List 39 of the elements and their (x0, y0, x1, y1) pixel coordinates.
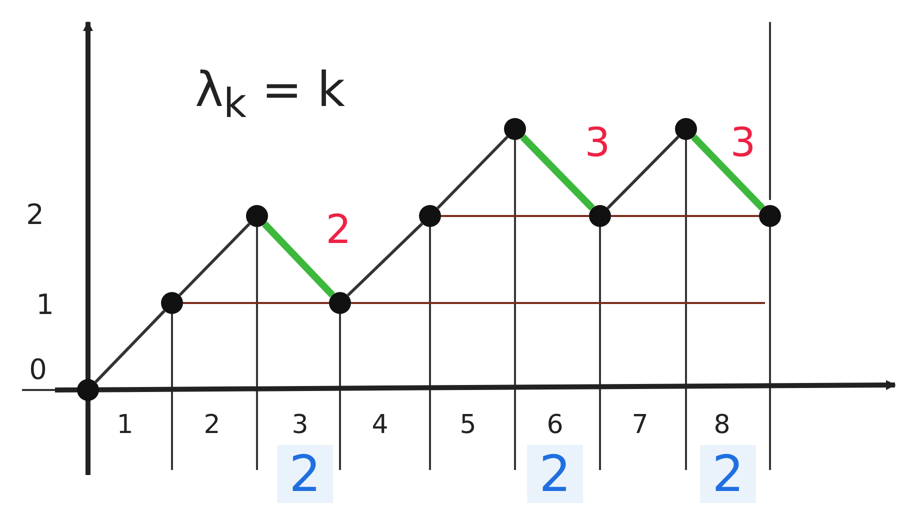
path-point (329, 292, 351, 314)
axis-tick-label: 7 (632, 412, 648, 438)
axis-tick-label: 3 (292, 412, 308, 438)
path-point (161, 292, 183, 314)
axis-tick-label: 1 (36, 291, 54, 319)
path-segment (94, 310, 166, 384)
path-point (504, 118, 526, 140)
edge-label: 3 (584, 122, 610, 162)
axis-tick-label: 6 (546, 412, 564, 438)
count-label: 2 (527, 445, 583, 503)
path-point (419, 205, 441, 227)
path-point (589, 205, 611, 227)
path-point (759, 205, 781, 227)
path-segment (262, 222, 335, 298)
path-segment (520, 134, 595, 211)
axis-tick-label: 4 (372, 412, 388, 438)
path-point (77, 379, 99, 401)
path-segment (691, 134, 765, 211)
level-line (441, 215, 589, 217)
count-label: 2 (277, 445, 333, 503)
path-segment (178, 222, 250, 296)
axis-tick-label: 1 (116, 412, 134, 438)
level-line (183, 302, 329, 304)
axis-tick-label: 2 (204, 412, 220, 438)
axis-tick-label: 5 (460, 412, 476, 438)
path-point (675, 118, 697, 140)
axis-tick-label: 2 (26, 201, 44, 229)
formula: λ$_{k}$ = k (194, 66, 346, 124)
axis-tick-label: 8 (714, 412, 730, 438)
edge-label: 2 (326, 210, 352, 250)
level-line (351, 302, 765, 304)
edge-label: 3 (730, 122, 756, 162)
path-segment (606, 136, 680, 210)
path-segment (346, 222, 424, 296)
path-point (246, 205, 268, 227)
axis-tick-label: 0 (29, 356, 47, 384)
count-label: 2 (700, 445, 756, 503)
level-line (611, 215, 759, 217)
path-segment (436, 136, 508, 210)
